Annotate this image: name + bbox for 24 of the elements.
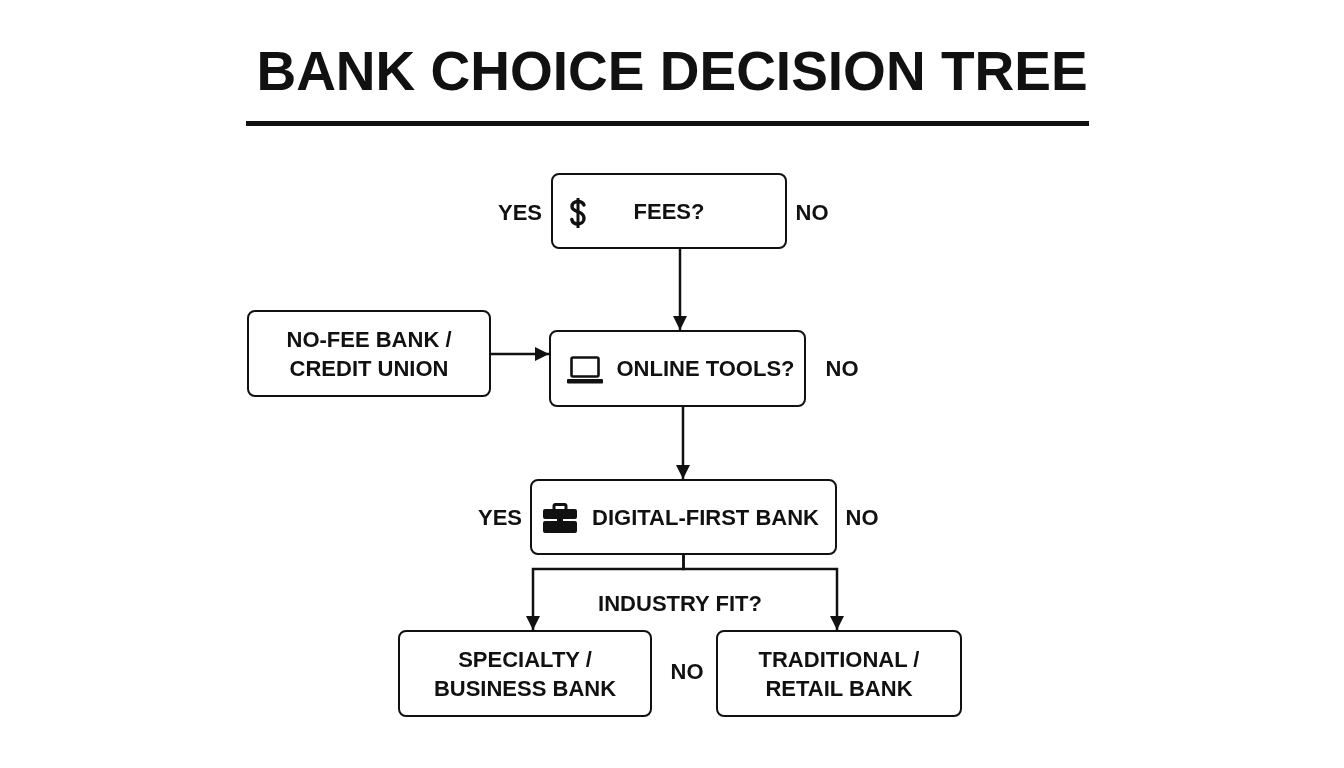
arrow	[676, 407, 690, 479]
branch-label: NO	[670, 659, 704, 685]
node-label: FEES?	[633, 197, 705, 226]
outcome-box	[716, 630, 962, 717]
arrow	[491, 347, 549, 361]
outcome-box	[530, 479, 837, 555]
branch-label: YES	[478, 505, 522, 531]
node-label: DIGITAL-FIRST BANK	[592, 503, 819, 532]
branch-label: NO	[825, 356, 859, 382]
branch-label: NO	[845, 505, 879, 531]
branch-label: YES	[498, 200, 542, 226]
node-label: ONLINE TOOLS?	[616, 355, 795, 383]
outcome-box	[247, 310, 491, 397]
question-box	[551, 173, 787, 249]
arrow	[673, 249, 687, 330]
question-box	[549, 330, 806, 407]
node-label: NO-FEE BANK / CREDIT UNION	[285, 325, 453, 383]
branch-label: NO	[795, 200, 829, 226]
arrow	[682, 555, 844, 630]
diagram-title: BANK CHOICE DECISION TREE	[256, 40, 1088, 102]
outcome-box	[398, 630, 652, 717]
node-label: SPECIALTY / BUSINESS BANK	[432, 645, 618, 703]
node-label: TRADITIONAL / RETAIL BANK	[757, 645, 921, 703]
question-label: INDUSTRY FIT?	[598, 591, 762, 617]
